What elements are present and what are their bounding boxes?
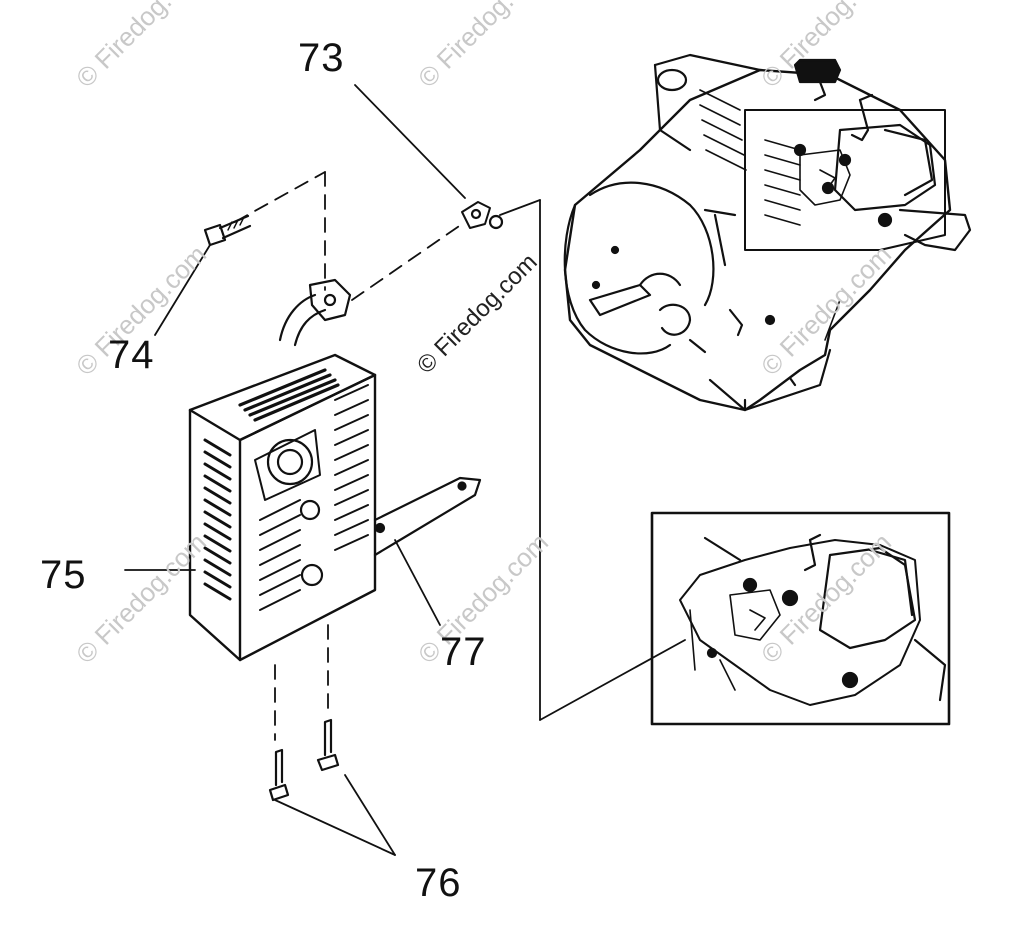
detail-inset	[650, 511, 951, 726]
muffler-bracket	[373, 476, 482, 557]
muffler-front-slots	[259, 384, 369, 611]
callout-76: 76	[415, 861, 462, 905]
muffler	[188, 278, 377, 662]
gasket-part	[461, 201, 504, 230]
muffler-side-vents	[203, 438, 232, 601]
screw-parts-76	[268, 718, 340, 802]
callout-74: 74	[108, 333, 155, 377]
engine-assembly	[563, 53, 972, 412]
dashed-assembly-lines	[234, 171, 466, 741]
callout-73: 73	[298, 36, 345, 80]
leader-lines	[124, 84, 686, 856]
callout-77: 77	[440, 630, 487, 674]
bolt-part-74	[203, 214, 252, 247]
callout-75: 75	[40, 553, 87, 597]
